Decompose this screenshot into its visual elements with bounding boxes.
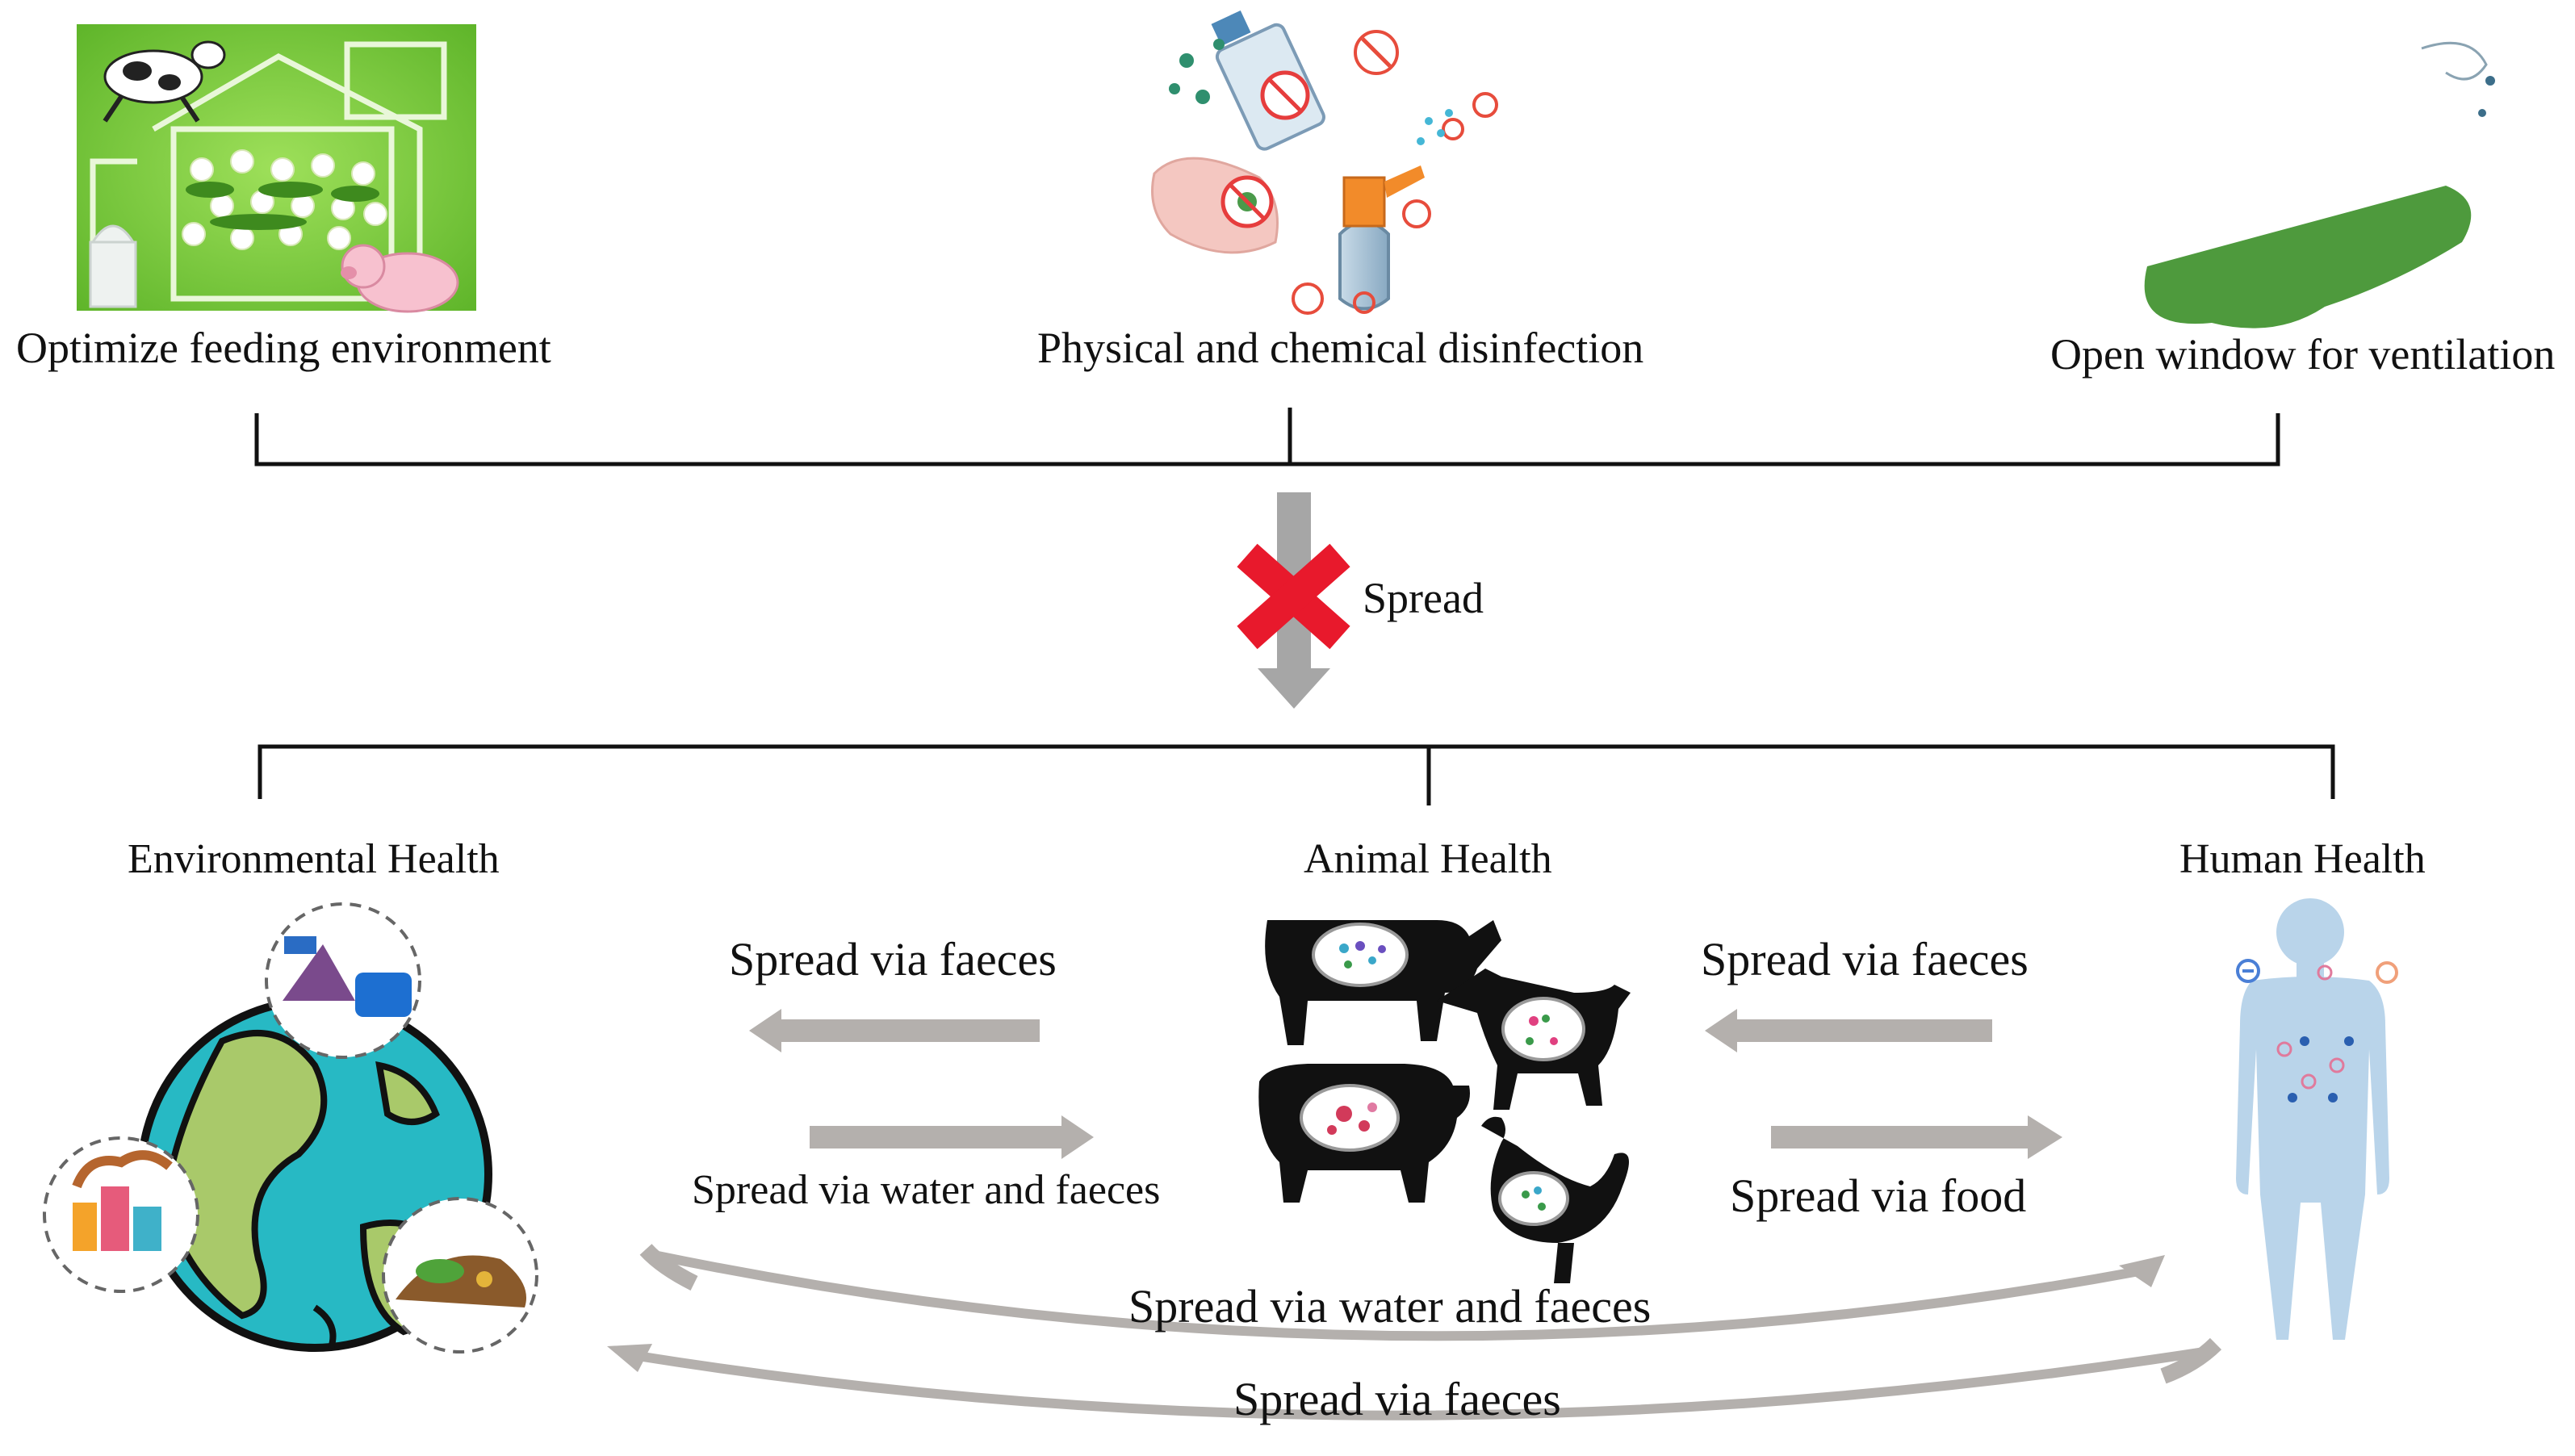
arrow-human-to-animal <box>1705 1009 1992 1052</box>
block-cross-icon <box>1237 543 1350 650</box>
disinfection-image <box>1151 10 1498 315</box>
feeding-environment-label: Optimize feeding environment <box>16 324 551 372</box>
feeding-environment-image <box>77 24 476 313</box>
human-figure-image <box>2236 898 2389 1340</box>
route-label-animal-to-env: Spread via faeces <box>729 933 1057 985</box>
window-image <box>2144 41 2495 328</box>
water-pollution-badge <box>265 902 421 1059</box>
animal-health-label: Animal Health <box>1304 836 1552 882</box>
pathogen-icon <box>2376 961 2398 984</box>
top-bracket <box>254 408 2280 467</box>
disinfection-label: Physical and chemical disinfection <box>1037 324 1644 372</box>
arrow-human-to-env <box>607 1337 2222 1420</box>
factory-pollution-badge <box>43 1136 199 1293</box>
pathogen-icon <box>2236 959 2260 983</box>
animal-silhouettes-image <box>1258 920 1631 1283</box>
blocked-spread-label: Spread <box>1363 574 1484 622</box>
arrow-animal-to-env <box>749 1009 1040 1052</box>
route-label-human-to-env: Spread via faeces <box>1233 1373 1561 1425</box>
route-label-human-to-animal: Spread via faeces <box>1701 933 2029 985</box>
human-health-label: Human Health <box>2179 836 2426 882</box>
arrow-env-to-human <box>639 1244 2165 1341</box>
route-label-env-to-animal: Spread via water and faeces <box>692 1167 1161 1213</box>
environmental-health-label: Environmental Health <box>128 836 500 882</box>
route-label-animal-to-human: Spread via food <box>1730 1169 2027 1222</box>
route-label-env-to-human: Spread via water and faeces <box>1128 1280 1652 1333</box>
arrow-animal-to-human <box>1771 1115 2062 1159</box>
soil-waste-badge <box>382 1197 538 1353</box>
bottom-bracket <box>258 744 2335 805</box>
ventilation-label: Open window for ventilation <box>2050 330 2556 379</box>
arrow-env-to-animal <box>810 1115 1094 1159</box>
